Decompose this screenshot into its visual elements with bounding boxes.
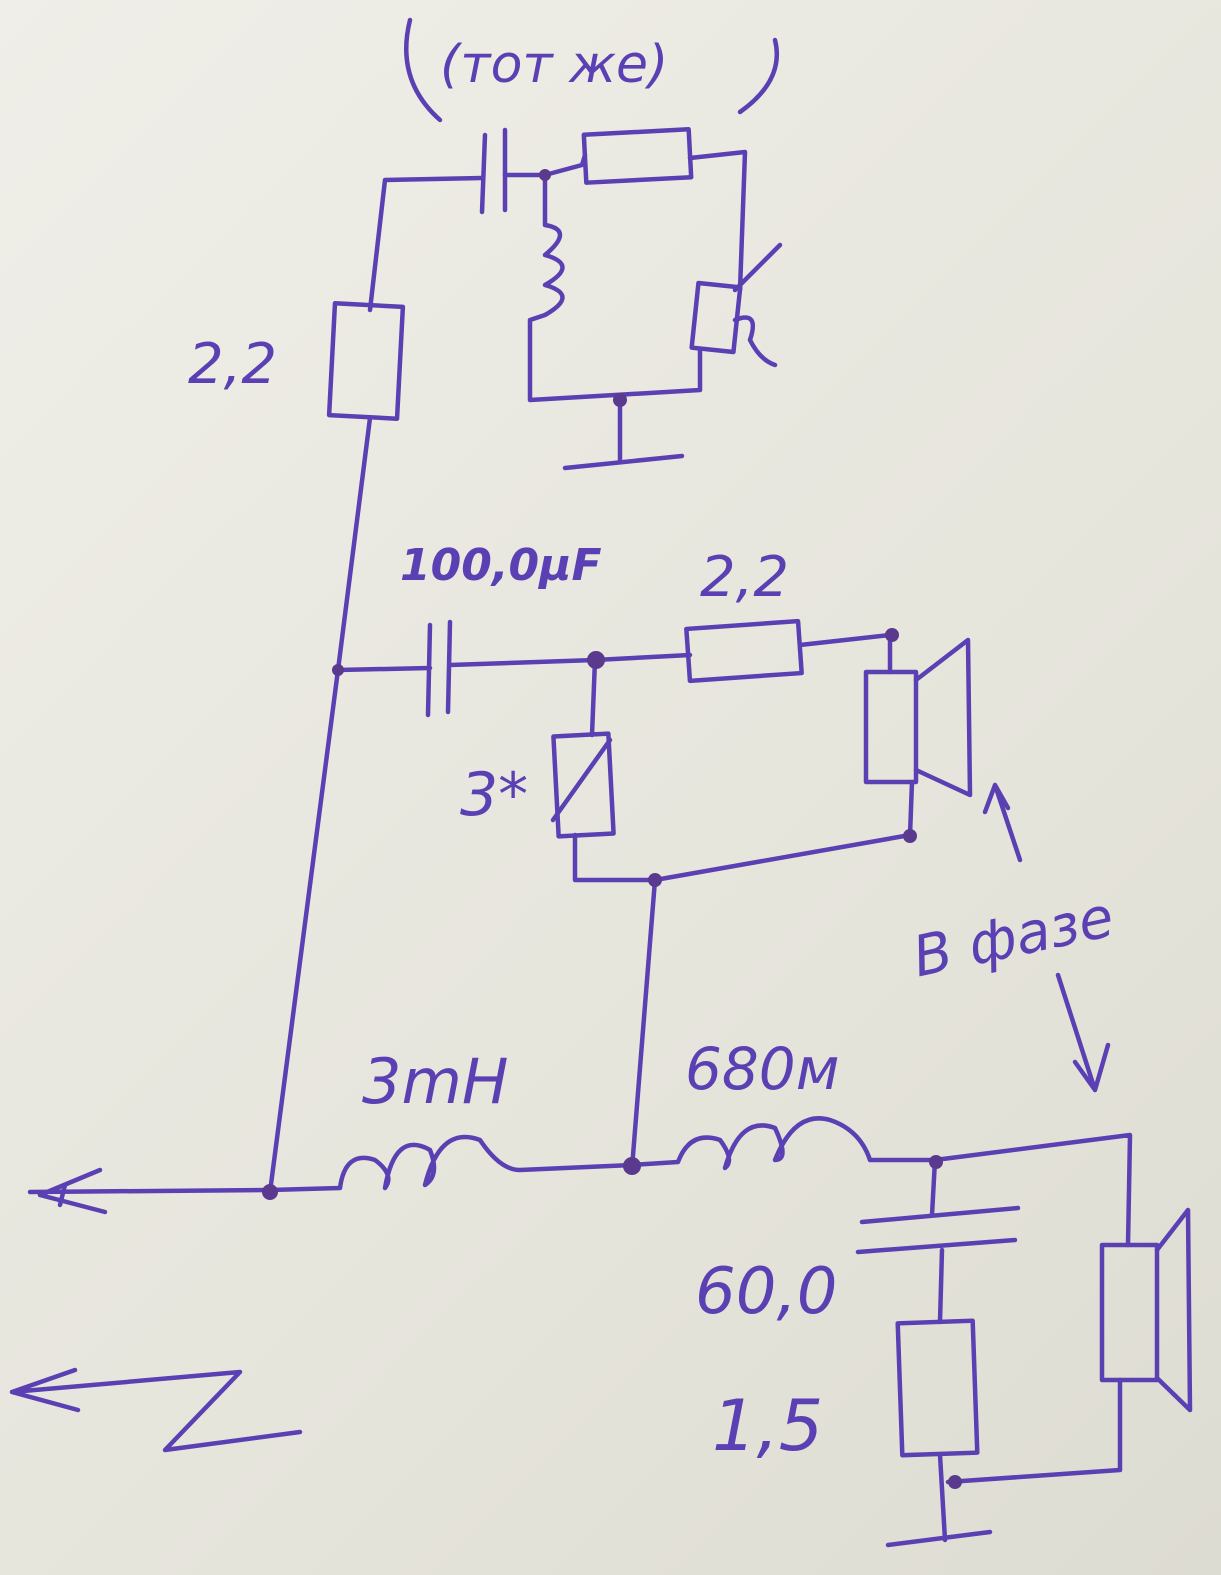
label-r-top: 2,2 xyxy=(188,332,278,397)
resistor-top xyxy=(326,301,406,421)
label-r-bottom: 1,5 xyxy=(712,1385,824,1467)
top-branch xyxy=(326,127,783,471)
label-c-bottom: 60,0 xyxy=(695,1255,838,1329)
woofer-branch xyxy=(27,1116,1193,1548)
resistor-adjust xyxy=(551,731,616,839)
note-parentheses xyxy=(404,17,780,123)
resistor-top-2 xyxy=(581,127,694,185)
label-l-woofer: 680м xyxy=(685,1035,840,1103)
label-r-mid: 2,2 xyxy=(700,545,790,610)
speaker-bottom xyxy=(1099,1242,1160,1383)
phase-arrow-down xyxy=(1055,972,1111,1093)
ground-top xyxy=(562,397,685,471)
label-r-adjust: 3* xyxy=(460,760,529,830)
capacitor-top xyxy=(479,127,508,215)
tweeter-branch xyxy=(332,618,973,1171)
label-same-note: (тот же) xyxy=(440,35,669,95)
phase-arrow-up xyxy=(982,782,1023,863)
resistor-mid xyxy=(684,618,804,684)
speaker-mid xyxy=(863,669,919,785)
label-c-mid: 100,0μF xyxy=(400,540,602,591)
label-l-main: 3mH xyxy=(362,1045,509,1118)
inductor-top xyxy=(527,172,703,403)
input-terminal-arrow xyxy=(9,1367,303,1453)
resistor-bottom xyxy=(895,1318,980,1458)
speaker-top xyxy=(689,280,743,355)
